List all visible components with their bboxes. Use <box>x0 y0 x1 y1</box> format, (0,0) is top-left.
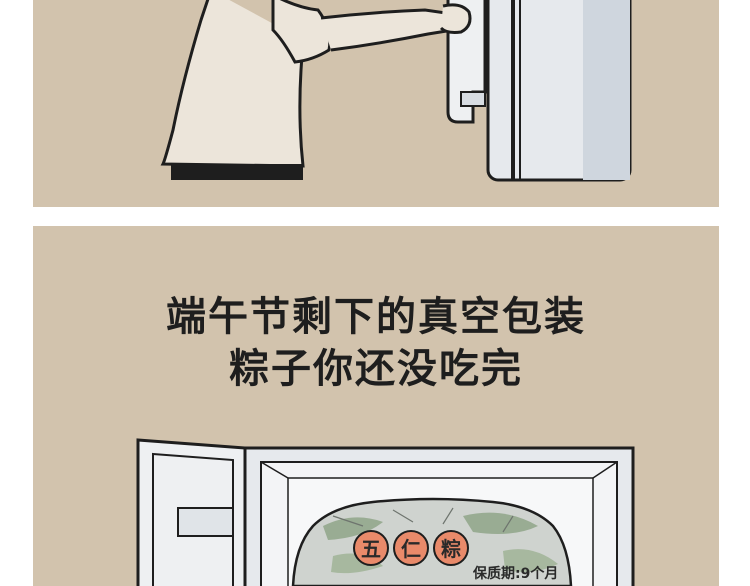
caption-line-2: 粽子你还没吃完 <box>229 346 523 392</box>
seal-ren-text: 仁 <box>401 537 421 561</box>
person <box>160 0 472 180</box>
shelf-life-label: 保质期:9个月 <box>472 565 558 582</box>
caption-line-1: 端午节剩下的真空包装 <box>166 294 586 340</box>
fridge-closed <box>446 0 632 182</box>
zongzi-package: 五 仁 粽 保质期:9个月 <box>291 497 573 586</box>
comic-panel-2: 端午节剩下的真空包装 粽子你还没吃完 <box>33 226 719 586</box>
person-opening-fridge-illustration <box>160 0 632 182</box>
seal-zong: 粽 <box>433 530 469 566</box>
seal-wu: 五 <box>353 530 389 566</box>
seal-zong-text: 粽 <box>441 537 461 561</box>
comic-panel-1 <box>33 0 719 207</box>
seal-ren: 仁 <box>393 530 429 566</box>
seal-wu-text: 五 <box>361 537 381 561</box>
open-fridge-illustration: 五 仁 粽 保质期:9个月 <box>136 438 635 586</box>
